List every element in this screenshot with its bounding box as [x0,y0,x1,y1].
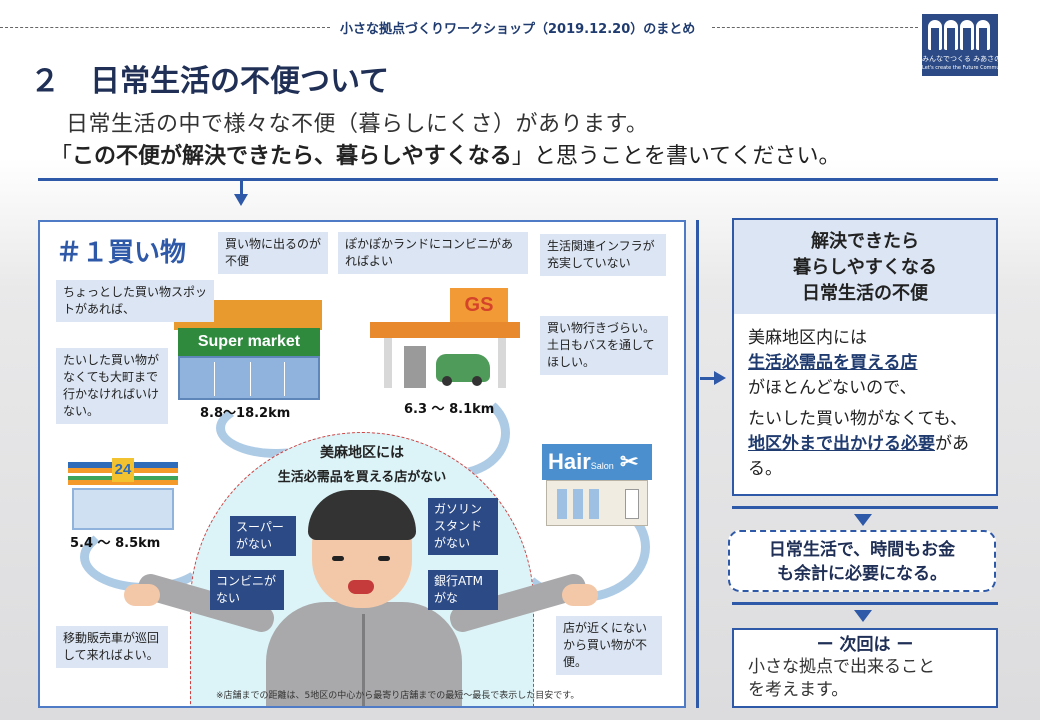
center-title-1: 美麻地区には [320,445,404,461]
convenience-store-icon [72,488,174,530]
center-title-2: 生活必需品を買える店がない [277,470,447,485]
tag-no-bank-atm: 銀行ATMがな [428,570,498,610]
community-logo: みんなでつくる みあさのみらい Let's create the Future … [922,14,1023,76]
distance-gas-station: 6.3 ～ 8.1km [404,402,495,417]
shopping-panel: ＃１買い物 Super market 8.8～18.2km GS 6.3 ～ 8… [38,220,686,708]
person-zipper [362,614,365,706]
supermarket-building-icon [178,356,320,400]
header-rule-left [0,27,330,28]
note-6: 買い物行きづらい。土日もバスを通してほしい。 [540,316,668,375]
next-time-line-1: 小さな拠点で出来ること [748,657,935,677]
person-mouth [348,580,374,594]
flow-arrow-2-icon [854,610,872,622]
section-title: ２ 日常生活の不便ついて [30,64,390,99]
lead-line-2: 「この不便が解決できたら、暮らしやすくなる」と思うことを書いてください。 [50,144,841,169]
hair-salon-building-icon [546,480,648,526]
hair-salon-sign: HairSalon ✂ [542,444,652,480]
highlight-necessities: 生活必需品を買える店 [748,353,918,373]
summary-body: 美麻地区内には生活必需品を買える店がほとんどないので、 たいした買い物がなくても… [732,314,998,496]
header-title: 小さな拠点づくりワークショップ（2019.12.20）のまとめ [340,22,696,37]
consequence-box: 日常生活で、時間もお金 も余計に必要になる。 [728,530,996,592]
gas-station-pole [498,338,506,388]
person-hand-left [124,584,160,606]
scissors-icon: ✂ [619,449,639,474]
logo-text-jp: みんなでつくる みあさのみらい [922,55,1023,63]
car-icon [436,354,490,386]
next-time-line-2: を考えます。 [748,680,849,700]
right-arrow-icon [700,371,726,385]
distance-supermarket: 8.8～18.2km [200,406,291,421]
header-rule-right [712,27,918,28]
person-eye-right [378,556,390,561]
section-divider [38,178,998,181]
flow-line-1 [732,506,998,509]
gs-sign: GS [450,288,508,322]
down-arrow-icon [234,180,248,206]
next-time-title: ー 次回は ー [816,635,914,655]
tag-no-convenience: コンビニがない [210,570,284,610]
tag-no-gas-station: ガソリンスタンドがない [428,498,498,555]
category-title: ＃１買い物 [56,238,187,268]
footnote: ※店舗までの距離は、5地区の中心から最寄り店舗までの最短～最長で表示した目安です… [216,691,580,701]
logo-text-en: Let's create the Future Community [922,65,1010,71]
gas-station-pole [384,338,392,388]
person-hair [308,490,416,540]
next-time-box: ー 次回は ー 小さな拠点で出来ること を考えます。 [732,628,998,708]
supermarket-sign: Super market [178,328,320,356]
note-2: ぽかぽかランドにコンビニがあればよい [338,232,528,274]
person-eye-left [332,556,344,561]
note-8: 店が近くにないから買い物が不便。 [556,616,662,675]
note-1: 買い物に出るのが不便 [218,232,328,274]
distance-convenience: 5.4 ～ 8.5km [70,536,161,551]
fuel-pump-icon [404,346,426,388]
flow-arrow-1-icon [854,514,872,526]
note-3: 生活関連インフラが充実していない [540,234,666,276]
person-hand-right [562,584,598,606]
tag-no-supermarket: スーパーがない [230,516,296,556]
gas-station-roof [370,322,520,338]
lead-line-1: 日常生活の中で様々な不便（暮らしにくさ）があります。 [66,112,649,137]
note-5: たいした買い物がなくても大町まで行かなければいけない。 [56,348,168,424]
divider-vertical [696,220,699,708]
note-7: 移動販売車が巡回して来ればよい。 [56,626,168,668]
convenience-sign: 24 [112,458,134,482]
flow-line-2 [732,602,998,605]
lead-emphasis: この不便が解決できたら、暮らしやすくなる [72,144,512,169]
highlight-go-outside: 地区外まで出かける必要 [748,434,935,454]
note-4: ちょっとした買い物スポットがあれば、 [56,280,214,322]
summary-heading: 解決できたら 暮らしやすくなる 日常生活の不便 [732,218,998,316]
